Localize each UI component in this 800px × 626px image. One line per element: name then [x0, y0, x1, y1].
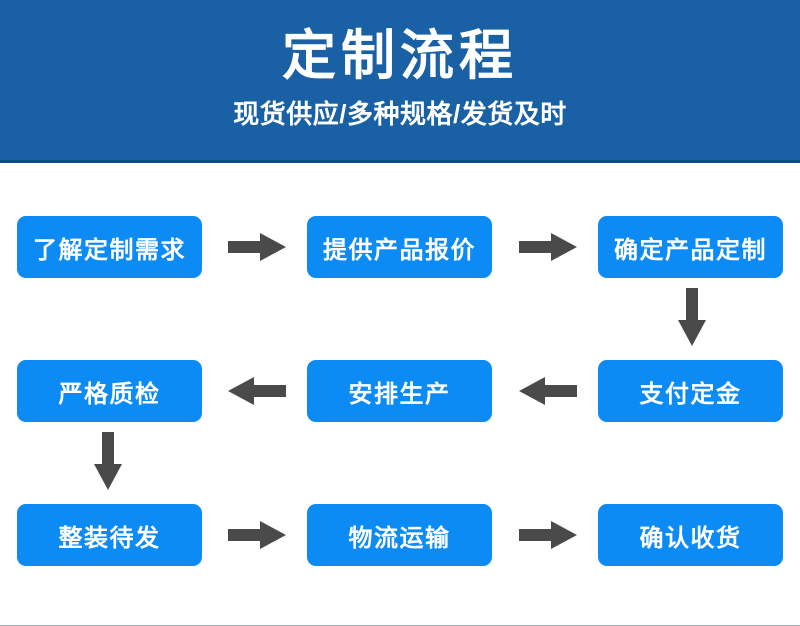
page-title: 定制流程 [281, 25, 518, 86]
flow-diagram: 了解定制需求 提供产品报价 确定产品定制 严格质检 安排生产 [0, 163, 800, 625]
flow-node-step-5[interactable]: 安排生产 [307, 360, 492, 422]
flow-node-step-4[interactable]: 支付定金 [598, 360, 783, 422]
header-text-group: 定制流程 现货供应/多种规格/发货及时 [233, 25, 566, 131]
arrow-right-icon [226, 230, 288, 264]
flow-node-step-1[interactable]: 了解定制需求 [17, 216, 202, 278]
arrow-left-icon [517, 374, 579, 408]
flow-node-step-3[interactable]: 确定产品定制 [598, 216, 783, 278]
arrow-down-icon [91, 430, 125, 492]
arrow-right-icon [517, 230, 579, 264]
arrow-down-icon [675, 286, 709, 348]
flow-node-step-9[interactable]: 确认收货 [598, 504, 783, 566]
arrow-left-icon [226, 374, 288, 408]
flow-node-step-8[interactable]: 物流运输 [307, 504, 492, 566]
header-banner: 定制流程 现货供应/多种规格/发货及时 [0, 0, 800, 163]
arrow-right-icon [226, 518, 288, 552]
page-subtitle: 现货供应/多种规格/发货及时 [233, 99, 567, 130]
flow-node-step-7[interactable]: 整装待发 [17, 504, 202, 566]
flow-node-step-2[interactable]: 提供产品报价 [307, 216, 492, 278]
banner-underline-divider [0, 160, 800, 163]
arrow-right-icon [517, 518, 579, 552]
flow-node-step-6[interactable]: 严格质检 [17, 360, 202, 422]
